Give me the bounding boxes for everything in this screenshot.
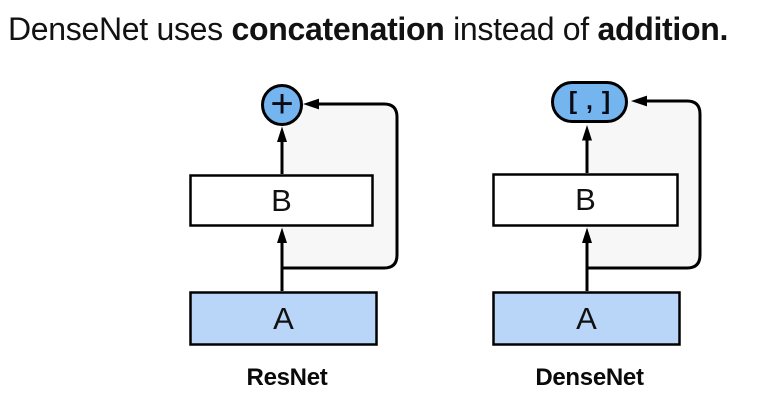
title-period: . [719, 11, 729, 47]
title-word-addition: addition [597, 11, 720, 47]
resnet-arrowhead-a-to-b [277, 227, 287, 243]
plus-in-circle-icon [261, 84, 303, 126]
resnet-arrowhead-b-to-plus [277, 126, 287, 142]
densenet-arrowhead-b-to-concat [582, 125, 592, 141]
densenet-skip-connection-line [587, 99, 702, 270]
densenet-arrowhead-a-to-b [582, 227, 592, 243]
figure-title: DenseNet uses concatenation instead of a… [8, 11, 728, 48]
densenet-diagram [492, 81, 702, 346]
densenet-caption: DenseNet [535, 364, 644, 391]
resnet-block-b-box [189, 174, 374, 227]
resnet-diagram [189, 84, 399, 346]
resnet-skip-arrowhead [303, 98, 319, 110]
title-text-prefix: DenseNet uses [8, 11, 232, 47]
resnet-skip-connection-line [283, 102, 399, 270]
title-word-concatenation: concatenation [231, 11, 445, 47]
densenet-skip-arrowhead [631, 95, 647, 107]
concat-brackets-icon [551, 81, 628, 123]
resnet-caption: ResNet [246, 364, 328, 391]
title-text-middle: instead of [444, 11, 598, 47]
densenet-input-a-box [492, 291, 681, 346]
densenet-block-b-box [492, 173, 679, 227]
resnet-input-a-box [189, 291, 378, 346]
